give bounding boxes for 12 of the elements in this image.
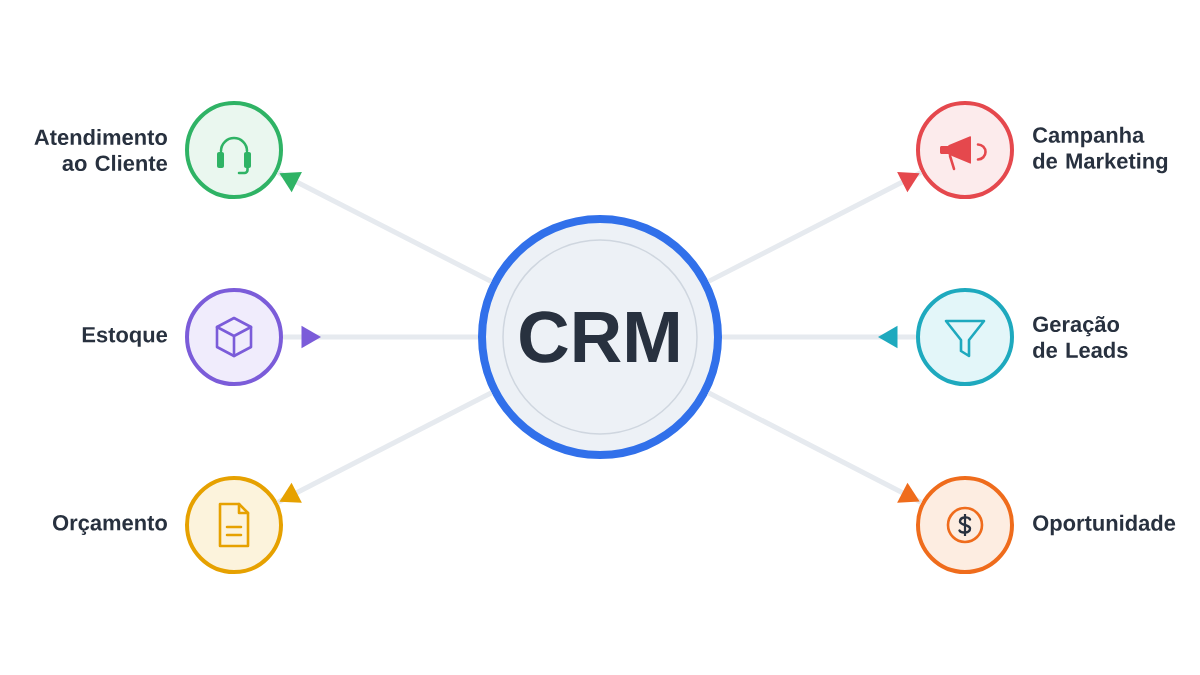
arrow <box>707 390 923 505</box>
node-label: Oportunidade <box>1033 514 1176 536</box>
node-label: Orçamento <box>53 515 167 535</box>
node-label: Geração de Leads <box>1033 316 1128 358</box>
node-label: Atendimento ao Cliente <box>34 129 168 171</box>
arrow <box>707 170 923 284</box>
node-label: Estoque <box>82 327 168 347</box>
arrow <box>276 170 493 284</box>
node-label: Campanha de Marketing <box>1033 126 1168 174</box>
arrow <box>722 325 916 349</box>
arrow <box>283 325 478 349</box>
arrow <box>276 390 493 505</box>
